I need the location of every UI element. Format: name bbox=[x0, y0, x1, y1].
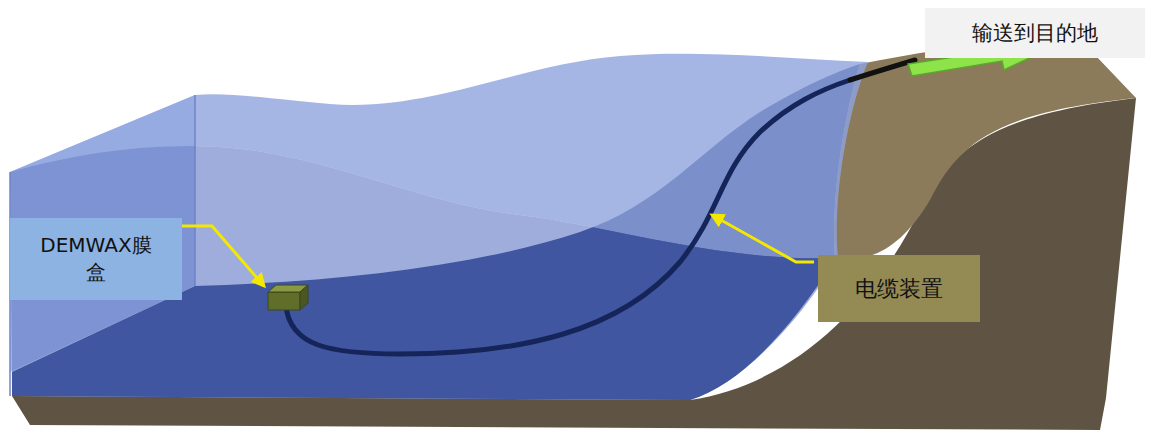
cable-label-box: 电缆装置 bbox=[818, 255, 980, 322]
cable-line-land bbox=[850, 60, 915, 80]
leader-line bbox=[182, 226, 264, 286]
membrane-label-box: DEMWAX膜盒 bbox=[10, 218, 182, 300]
water-front-face bbox=[10, 146, 838, 400]
leader-line bbox=[712, 215, 814, 262]
water-edge-line bbox=[10, 95, 195, 396]
cable-line bbox=[286, 80, 850, 354]
land-top-surface bbox=[834, 34, 1136, 260]
label-text: 电缆装置 bbox=[855, 274, 943, 304]
membrane-box-side bbox=[300, 285, 308, 310]
label-text: 输送到目的地 bbox=[972, 19, 1098, 47]
membrane-box-front bbox=[268, 292, 300, 310]
destination-box: 输送到目的地 bbox=[925, 8, 1145, 58]
label-text: DEMWAX膜盒 bbox=[34, 232, 158, 286]
